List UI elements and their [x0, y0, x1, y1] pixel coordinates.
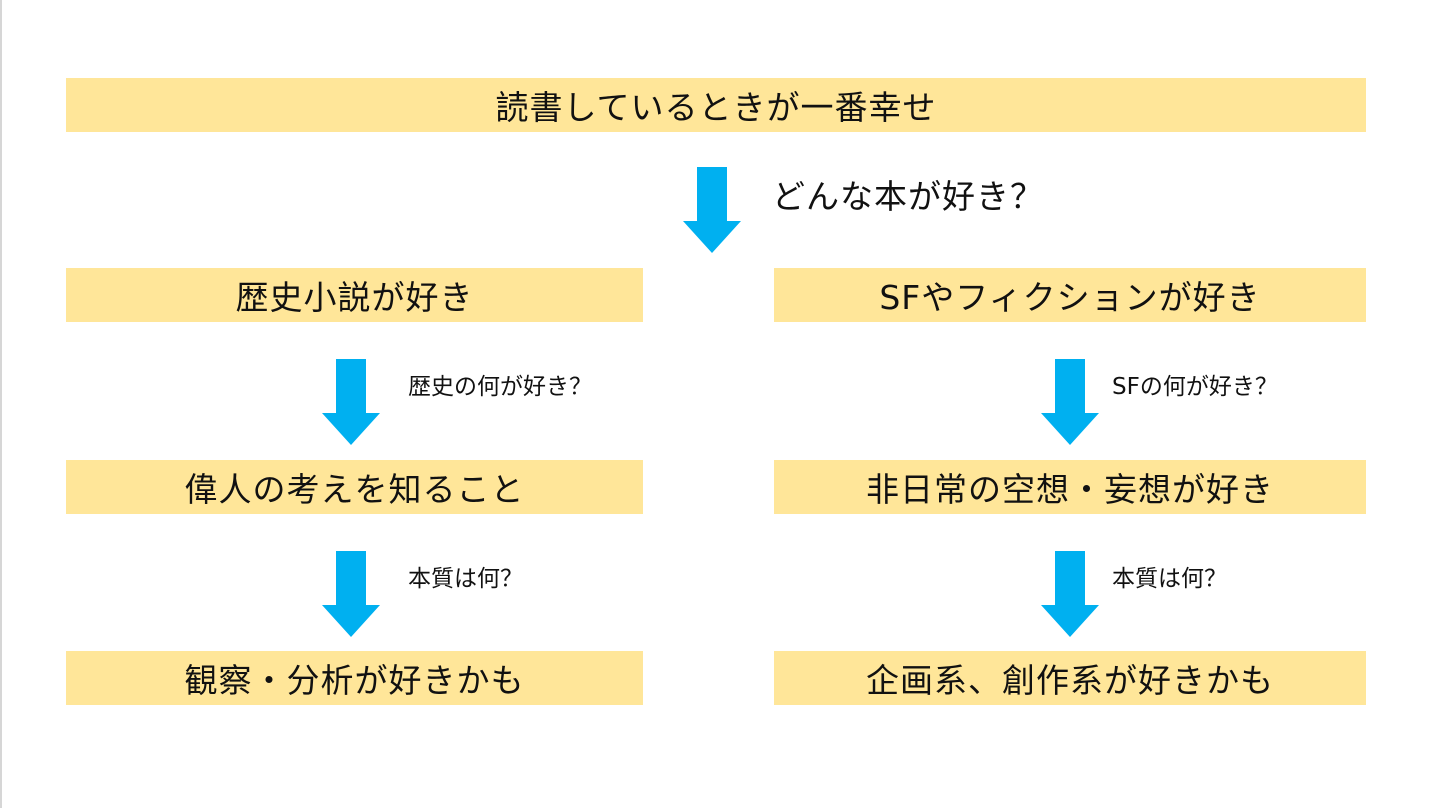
- left-level3-box: 観察・分析が好きかも: [66, 651, 643, 705]
- left-question-2: 本質は何？: [408, 566, 523, 592]
- left-arrow-2: [322, 551, 380, 637]
- right-level3-text: 企画系、創作系が好きかも: [866, 661, 1274, 700]
- right-level1-text: SFやフィクションが好き: [879, 278, 1261, 317]
- left-question-1: 歴史の何が好き？: [408, 374, 592, 400]
- right-level2-box: 非日常の空想・妄想が好き: [774, 460, 1366, 514]
- top-down-arrow: [683, 167, 741, 253]
- right-arrow-2: [1041, 551, 1099, 637]
- top-statement-box: 読書しているときが一番幸せ: [66, 78, 1366, 132]
- top-statement-text: 読書しているときが一番幸せ: [495, 88, 937, 127]
- left-arrow-1: [322, 359, 380, 445]
- left-level1-text: 歴史小説が好き: [235, 278, 474, 317]
- left-level2-text: 偉人の考えを知ること: [184, 470, 525, 509]
- right-arrow-1: [1041, 359, 1099, 445]
- left-level3-text: 観察・分析が好きかも: [184, 661, 525, 700]
- right-question-2: 本質は何？: [1112, 566, 1227, 592]
- right-question-1: SFの何が好き？: [1112, 374, 1278, 400]
- slide-left-border: [0, 0, 2, 808]
- top-question: どんな本が好き？: [772, 177, 1044, 216]
- right-level3-box: 企画系、創作系が好きかも: [774, 651, 1366, 705]
- right-level1-box: SFやフィクションが好き: [774, 268, 1366, 322]
- left-level2-box: 偉人の考えを知ること: [66, 460, 643, 514]
- left-level1-box: 歴史小説が好き: [66, 268, 643, 322]
- right-level2-text: 非日常の空想・妄想が好き: [866, 470, 1274, 509]
